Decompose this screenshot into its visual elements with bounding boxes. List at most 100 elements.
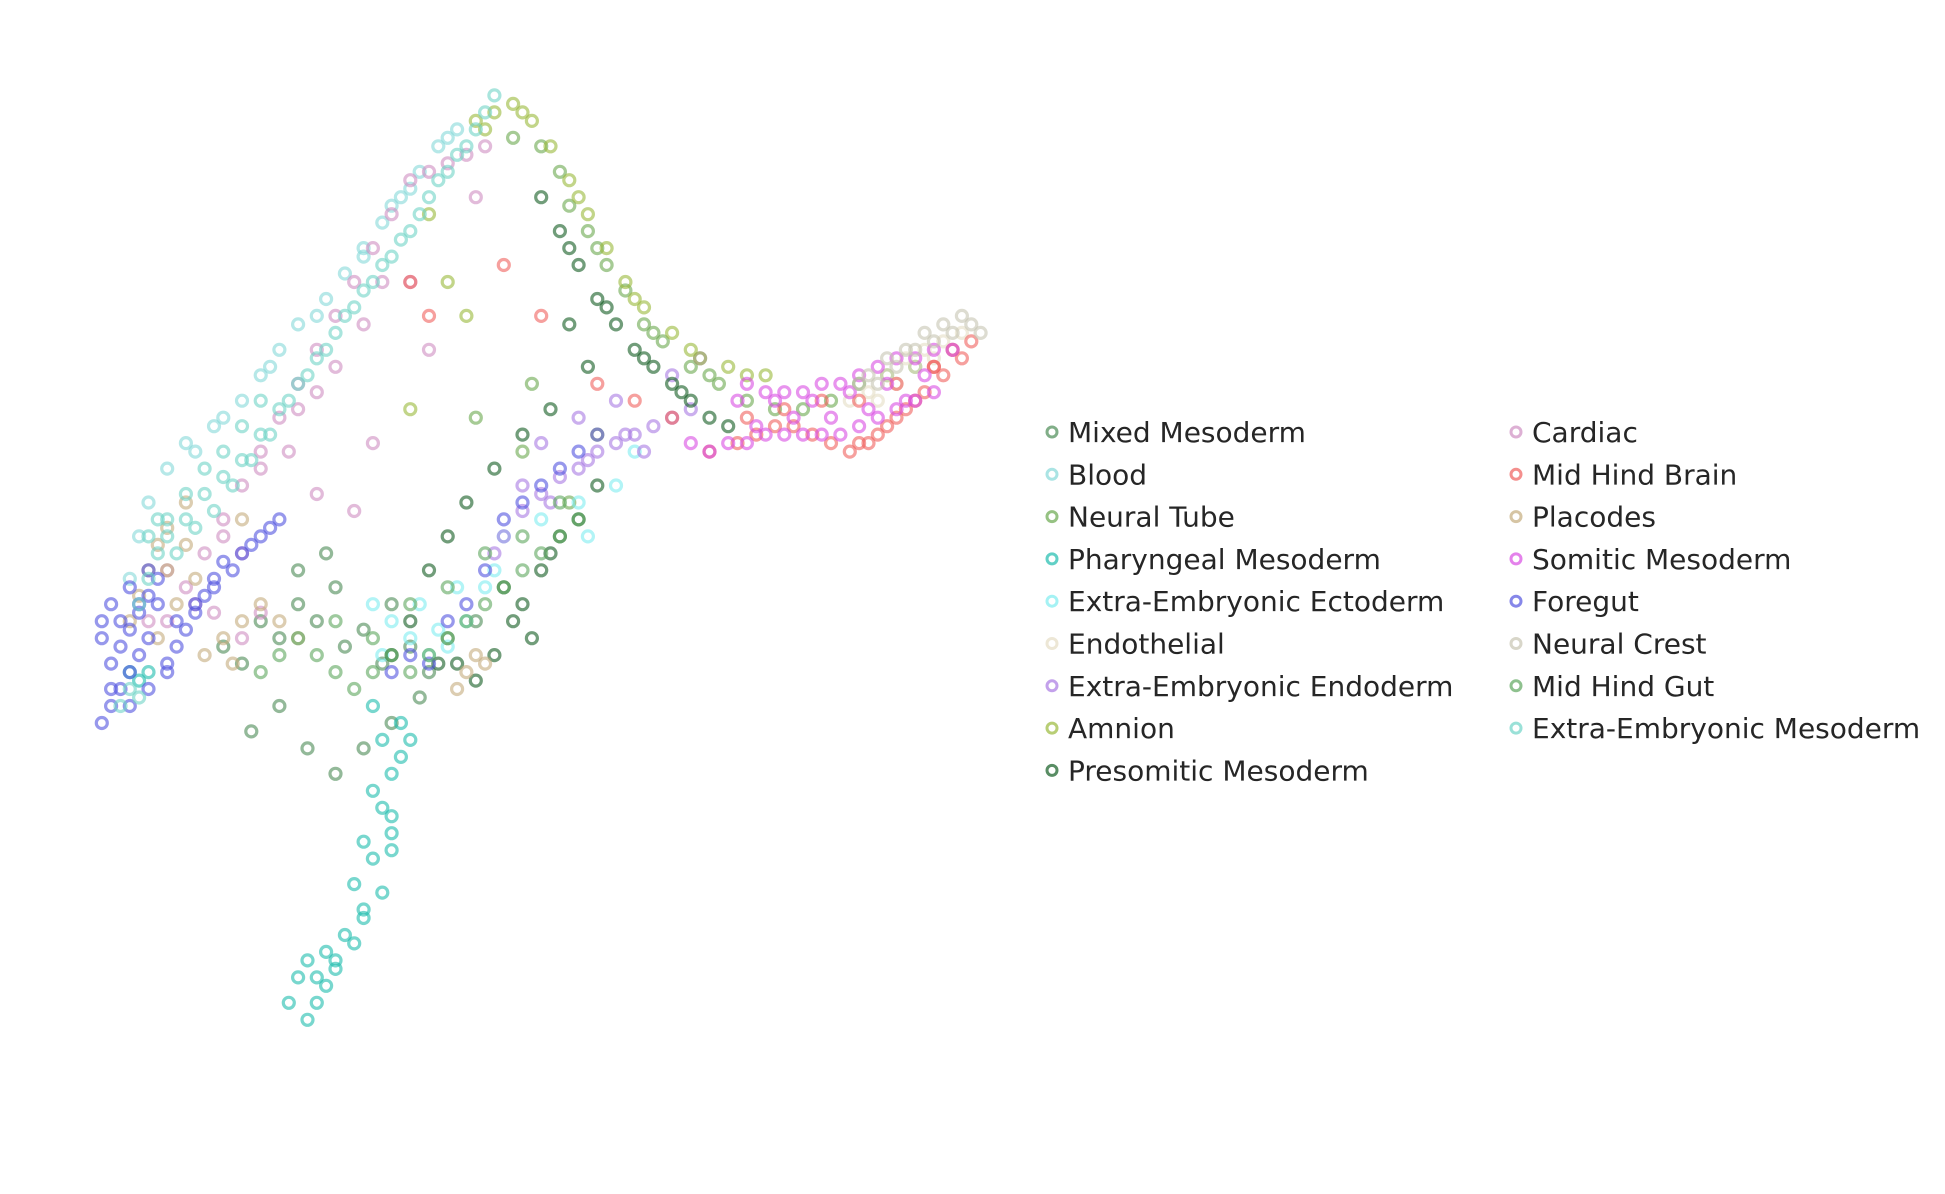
scatter-point (141, 495, 156, 510)
scatter-point (403, 664, 418, 680)
scatter-point (328, 953, 343, 968)
legend-item: Mid Hind Brain (1509, 458, 1737, 491)
scatter-point (309, 647, 324, 663)
scatter-point (450, 122, 465, 137)
scatter-point (309, 351, 324, 366)
scatter-point (160, 461, 175, 476)
legend-item: Cardiac (1509, 416, 1638, 449)
scatter-point (356, 902, 371, 917)
scatter-point (552, 529, 568, 544)
scatter-point (300, 953, 315, 968)
scatter-point (421, 164, 437, 179)
scatter-point (412, 690, 427, 705)
scatter-point (356, 249, 371, 264)
scatter-point (478, 580, 493, 595)
scatter-point (384, 809, 399, 824)
scatter-point (403, 224, 418, 239)
scatter-point (767, 393, 783, 408)
scatter-point (926, 334, 942, 349)
scatter-point (777, 385, 792, 400)
scatter-point (590, 376, 605, 391)
scatter-point (216, 512, 231, 527)
scatter-point (365, 597, 380, 612)
scatter-point (291, 597, 306, 612)
scatter-point (450, 656, 465, 671)
scatter-point (356, 283, 371, 298)
scatter-point (281, 444, 296, 459)
scatter-point (515, 597, 530, 612)
scatter-point (954, 351, 970, 366)
scatter-point (197, 647, 212, 663)
scatter-point (562, 173, 577, 188)
scatter-point (272, 410, 287, 425)
scatter-point (440, 529, 455, 544)
scatter-point (646, 359, 661, 374)
scatter-point (365, 241, 380, 256)
scatter-point (917, 385, 932, 400)
scatter-point (328, 359, 343, 374)
scatter-point (132, 647, 147, 663)
scatter-point (253, 368, 268, 383)
scatter-point (543, 546, 558, 561)
scatter-point (702, 410, 717, 425)
scatter-point (216, 529, 231, 544)
scatter-point (141, 563, 156, 578)
scatter-point (337, 308, 352, 323)
scatter-point (608, 436, 624, 451)
scatter-point (842, 385, 857, 400)
scatter-point (543, 139, 558, 154)
scatter-point (347, 681, 362, 697)
scatter-point (468, 647, 483, 663)
scatter-point (571, 410, 586, 425)
scatter-point (421, 308, 437, 323)
scatter-point (898, 342, 914, 357)
scatter-point (823, 436, 839, 451)
scatter-point (758, 385, 773, 400)
scatter-point (188, 597, 203, 612)
scatter-point (618, 427, 633, 442)
scatter-point (122, 580, 137, 595)
scatter-point (459, 308, 474, 323)
scatter-point (936, 334, 951, 349)
scatter-point (365, 664, 380, 680)
scatter-point (103, 656, 119, 671)
scatter-point (132, 597, 147, 612)
scatter-point (936, 317, 951, 332)
scatter-point (272, 698, 287, 714)
scatter-point (94, 614, 109, 629)
scatter-point (160, 512, 175, 527)
scatter-point (253, 614, 268, 629)
scatter-point (225, 656, 240, 671)
scatter-point (515, 529, 530, 544)
legend-label: Pharyngeal Mesoderm (1068, 543, 1381, 576)
scatter-point (683, 402, 698, 417)
scatter-point (141, 614, 156, 629)
legend-marker (1045, 763, 1059, 777)
legend-item: Presomitic Mesoderm (1045, 754, 1369, 787)
scatter-point (365, 851, 380, 866)
scatter-point (421, 647, 437, 663)
legend-item: Mixed Mesoderm (1045, 416, 1306, 449)
scatter-point (384, 249, 399, 264)
scatter-point (721, 419, 736, 434)
scatter-point (646, 325, 661, 340)
scatter-point (870, 359, 885, 374)
scatter-point (562, 198, 577, 213)
scatter-point (319, 978, 334, 993)
scatter-point (505, 130, 521, 145)
scatter-point (263, 520, 278, 536)
scatter-point (113, 639, 128, 654)
scatter-point (590, 444, 605, 459)
scatter-point (833, 376, 848, 391)
scatter-point (683, 342, 698, 357)
scatter-point (627, 427, 642, 442)
legend-label: Extra-Embryonic Ectoderm (1068, 585, 1444, 618)
legend-marker (1509, 552, 1523, 566)
scatter-point (459, 139, 474, 154)
scatter-point (253, 664, 268, 680)
scatter-point (300, 741, 315, 756)
scatter-point (244, 453, 259, 468)
legend-marker (1509, 721, 1523, 735)
scatter-point (964, 334, 979, 349)
legend-marker (1509, 637, 1523, 650)
